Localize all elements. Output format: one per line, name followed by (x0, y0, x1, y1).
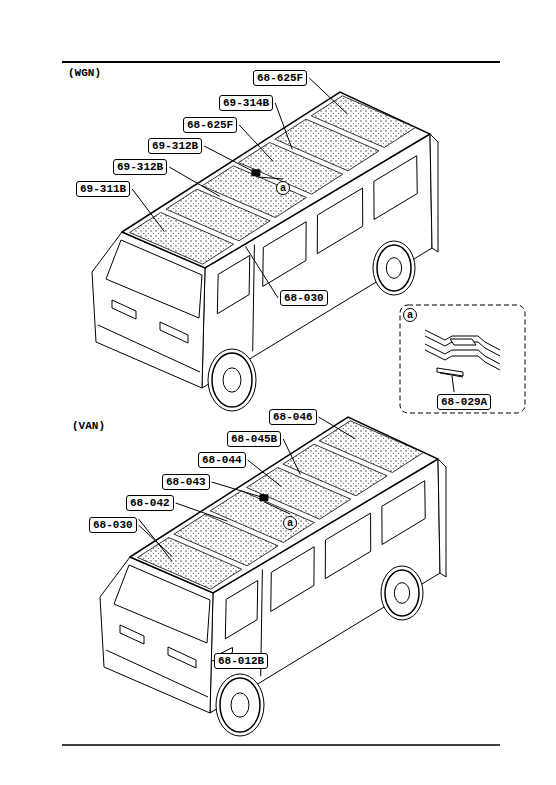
part-text: 69-314B (223, 97, 269, 109)
side-window (271, 547, 314, 612)
part-text: a (280, 182, 286, 193)
leader-line (309, 78, 347, 114)
part-number: 69-314B (219, 95, 273, 111)
side-window (225, 580, 257, 638)
leader-line (319, 417, 356, 439)
detail-callout: a (283, 516, 297, 530)
part-number: 68-625F (253, 70, 307, 86)
detail-callout: a (403, 308, 417, 322)
part-number: 68-030 (280, 290, 328, 306)
part-number: 68-012B (214, 653, 268, 669)
leader-line (169, 167, 219, 196)
detail-callout: a (276, 181, 290, 195)
hub (394, 583, 409, 604)
side-window (382, 481, 425, 545)
side-window (263, 222, 306, 287)
leader-line (452, 376, 454, 392)
section-heading: (VAN) (72, 420, 105, 432)
headlight (168, 647, 196, 668)
part-number: 68-625F (183, 117, 237, 133)
leader-line (176, 503, 228, 521)
part-text: 68-625F (257, 72, 303, 84)
part-text: 68-044 (202, 454, 242, 466)
hub (223, 368, 241, 392)
wheel-arch (373, 241, 415, 295)
roof-panel (311, 96, 415, 148)
part-text: 68-030 (93, 519, 133, 531)
part-text: 68-030 (284, 292, 324, 304)
headlight (112, 300, 136, 319)
leader-line (245, 246, 278, 298)
hub (386, 258, 401, 279)
wheel-arch (208, 349, 256, 411)
section-heading: (WGN) (68, 67, 101, 79)
wheel-arch (216, 674, 264, 736)
part-number: 68-030 (89, 517, 137, 533)
part-text: 68-625F (187, 119, 233, 131)
part-text: 69-312B (117, 161, 163, 173)
part-text: a (287, 517, 293, 528)
part-text: 68-042 (130, 497, 170, 509)
hub (231, 693, 249, 717)
part-number: 68-042 (126, 495, 174, 511)
leader-line (283, 439, 300, 474)
part-number: 69-312B (113, 159, 167, 175)
leader-line (256, 177, 283, 179)
headlight (120, 625, 144, 644)
rear-edge (438, 459, 446, 577)
moulding-clip (437, 368, 463, 376)
roof (130, 417, 438, 593)
side-window (374, 156, 417, 220)
leader-line (248, 460, 282, 487)
part-text: 69-311B (80, 183, 126, 195)
part-text: 68-043 (166, 476, 206, 488)
wheel (212, 353, 252, 407)
part-text: 68-046 (273, 411, 313, 423)
leader-lines (132, 78, 454, 661)
leader-line (264, 502, 290, 514)
rear-edge (430, 134, 438, 252)
leader-line (132, 189, 164, 232)
part-number: 68-043 (162, 474, 210, 490)
part-number: 68-029A (437, 394, 491, 410)
bottom-rule (62, 744, 500, 746)
roof (122, 92, 430, 268)
leader-line (239, 125, 273, 162)
leader-line (212, 482, 264, 498)
leader-line (204, 146, 256, 173)
van-body (100, 417, 446, 736)
part-number: 68-046 (269, 409, 317, 425)
detail-frame (400, 305, 525, 413)
part-number: 69-311B (76, 181, 130, 197)
part-text: 68-029A (441, 396, 487, 408)
wheel-arch (381, 566, 423, 620)
headlight (160, 322, 188, 343)
leader-line (275, 103, 292, 149)
part-text: 69-312B (152, 140, 198, 152)
part-number: 68-045B (227, 431, 281, 447)
top-rule (62, 61, 500, 63)
leader-line (139, 519, 173, 561)
wheel (220, 678, 260, 732)
van-body (92, 92, 438, 411)
part-text: a (407, 309, 413, 320)
part-text: 68-012B (218, 655, 264, 667)
roof-panel (319, 421, 423, 473)
detail-mark (252, 170, 260, 176)
side-window (217, 255, 249, 313)
clip-plate (450, 339, 476, 345)
part-text: 68-045B (231, 433, 277, 445)
part-number: 69-312B (148, 138, 202, 154)
detail-drawing (425, 330, 500, 377)
part-number: 68-044 (198, 452, 246, 468)
wheel (377, 245, 411, 291)
wheel (385, 570, 419, 616)
